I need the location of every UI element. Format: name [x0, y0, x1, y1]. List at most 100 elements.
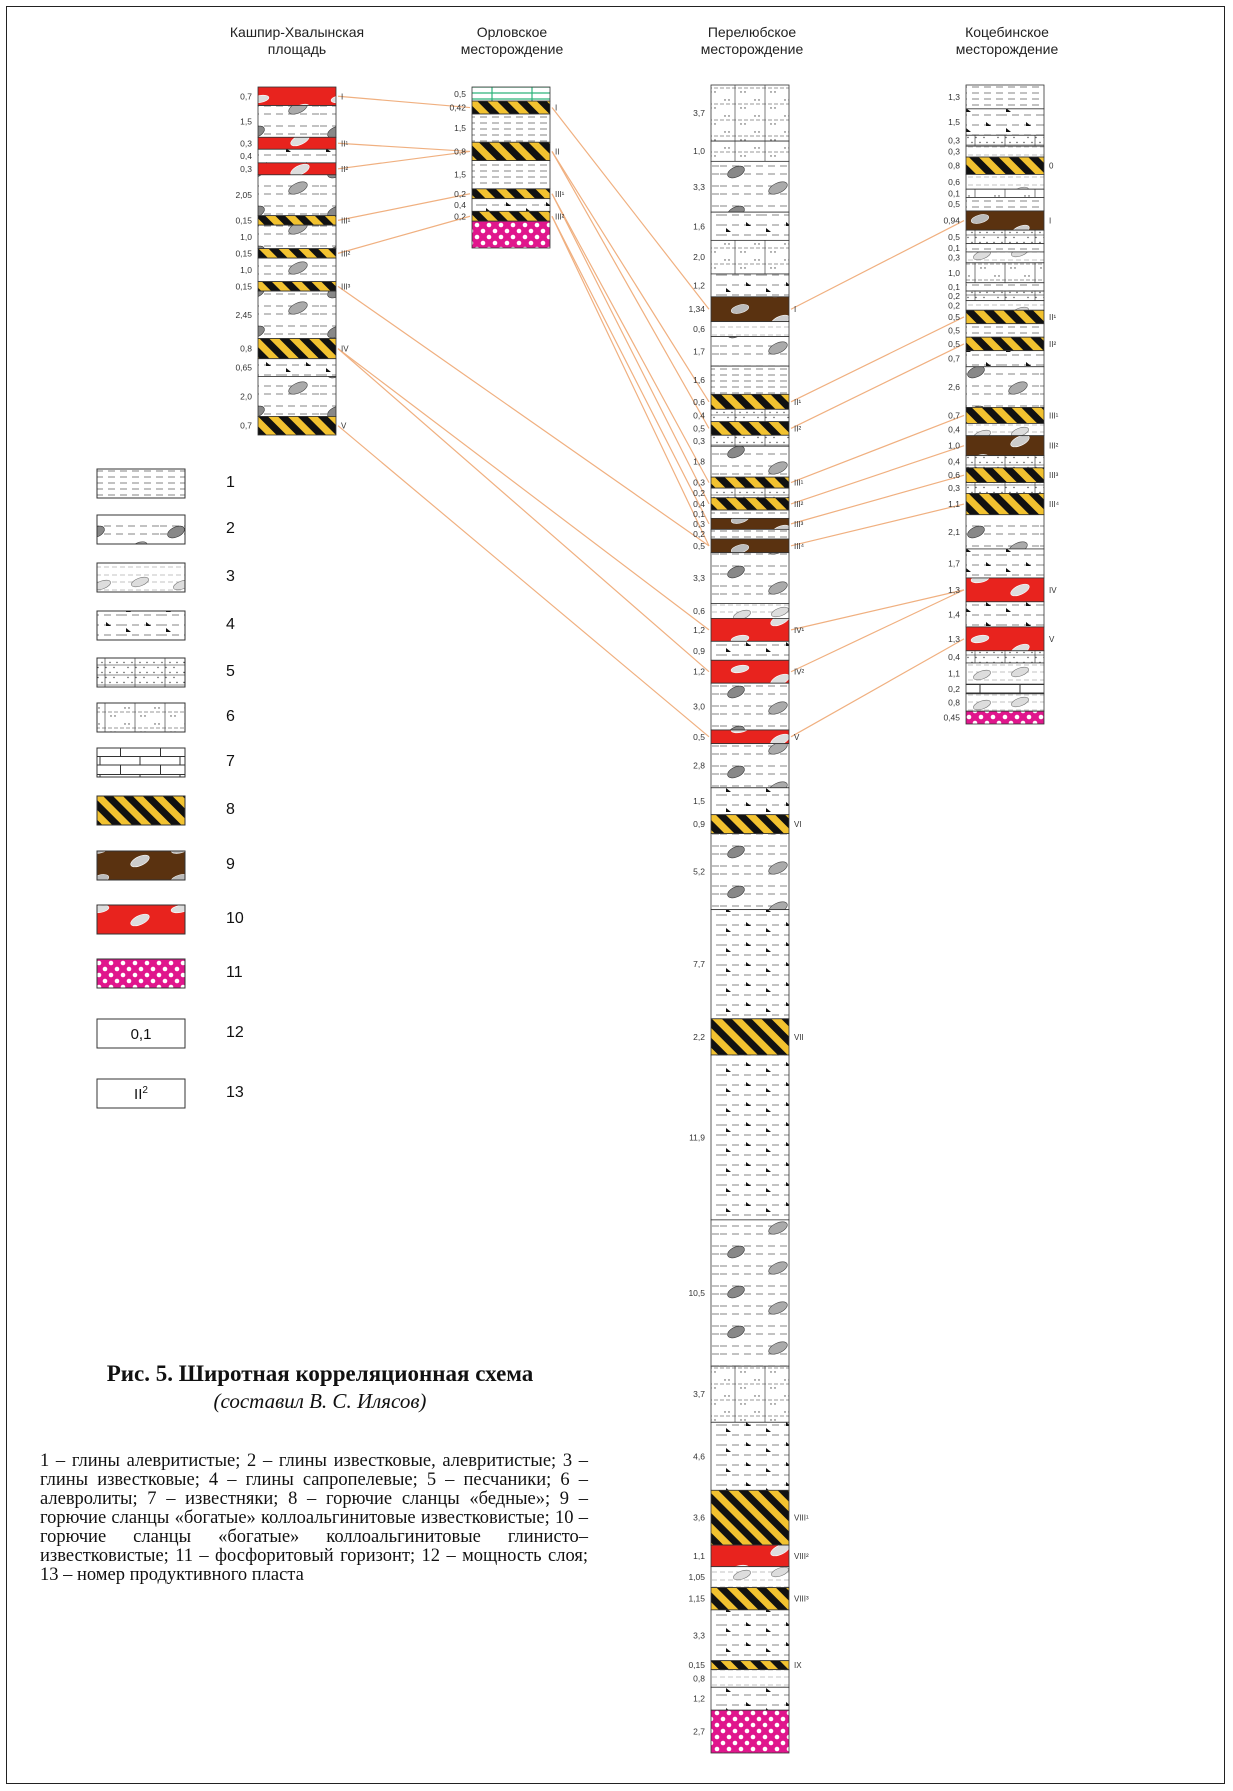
- layer-thickness-label: 0,3: [948, 136, 960, 146]
- well-layer: [710, 1709, 790, 1754]
- layer-thickness-label: 0,4: [693, 410, 705, 420]
- layer-thickness-label: 2,2: [693, 1032, 705, 1042]
- layer-thickness-label: 2,05: [235, 190, 252, 200]
- well-layer: [965, 188, 1045, 198]
- correlation-line: [337, 425, 710, 738]
- correlation-line: [551, 193, 710, 483]
- well-layer: [471, 141, 551, 162]
- plast-number-label: III²: [1049, 442, 1059, 451]
- well-layer: [710, 273, 790, 298]
- column-title-line: месторождение: [460, 41, 564, 57]
- correlation-line: [790, 220, 965, 310]
- correlation-line: [790, 316, 965, 403]
- layer-thickness-label: 1,0: [693, 146, 705, 156]
- layer-thickness-label: 0,6: [693, 324, 705, 334]
- well-layer: [965, 108, 1045, 136]
- well-layer: [710, 909, 790, 1020]
- layer-thickness-label: 3,7: [693, 108, 705, 118]
- plast-number-label: I: [555, 104, 557, 113]
- well-layer: [965, 262, 1045, 284]
- well-layer: [965, 467, 1045, 483]
- well-layer: [710, 659, 790, 684]
- layer-thickness-label: 0,3: [240, 164, 252, 174]
- well-layer: [710, 729, 790, 745]
- well-layer: [965, 683, 1045, 695]
- well-layer: [965, 282, 1045, 292]
- layer-thickness-label: 0,3: [948, 252, 960, 262]
- plast-number-label: IV: [1049, 586, 1057, 595]
- well-layer: [710, 1609, 790, 1662]
- layer-thickness-label: 0,9: [693, 819, 705, 829]
- well-layer: [710, 365, 790, 395]
- layer-thickness-label: 10,5: [688, 1288, 705, 1298]
- layer-thickness-label: 1,4: [948, 609, 960, 619]
- figure-caption: Рис. 5. Широтная корреляционная схема (с…: [40, 1360, 600, 1414]
- layer-thickness-label: 1,0: [948, 441, 960, 451]
- well-layer: [257, 105, 337, 138]
- correlation-line: [337, 348, 710, 673]
- well-layer: [710, 538, 790, 554]
- well-layer: [965, 407, 1045, 424]
- layer-thickness-label: 0,94: [943, 216, 960, 226]
- plast-number-label: I: [1049, 217, 1051, 226]
- well-layer: [710, 1686, 790, 1711]
- layer-thickness-label: 1,05: [688, 1572, 705, 1582]
- layer-thickness-label: 2,6: [948, 382, 960, 392]
- plast-number-label: V: [794, 733, 800, 742]
- well-layer: [965, 145, 1045, 158]
- well-layer: [710, 509, 790, 519]
- well-layer: [257, 162, 337, 176]
- legend-number: 10: [226, 910, 244, 927]
- correlation-line: [790, 474, 965, 525]
- layer-thickness-label: 0,2: [948, 684, 960, 694]
- well-layer: [965, 300, 1045, 311]
- correlation-line: [790, 503, 965, 547]
- layer-thickness-label: 7,7: [693, 959, 705, 969]
- legend-number: 13: [226, 1084, 244, 1101]
- well-layer: [710, 603, 790, 619]
- legend-number: 11: [226, 964, 243, 981]
- well-layer: [471, 113, 551, 143]
- well-layer: [965, 290, 1045, 302]
- layer-thickness-label: 1,2: [693, 1694, 705, 1704]
- layer-thickness-label: 0,5: [948, 339, 960, 349]
- layer-thickness-label: 0,7: [948, 354, 960, 364]
- legend-sample-thickness: 0,1: [131, 1026, 152, 1043]
- well-layer: [710, 434, 790, 447]
- well-layer: [965, 601, 1045, 628]
- layer-thickness-label: 0,3: [693, 478, 705, 488]
- plast-number-label: IV: [341, 345, 349, 354]
- layer-thickness-label: 1,1: [948, 499, 960, 509]
- caption-title: Рис. 5. Широтная корреляционная схема: [106, 1361, 534, 1386]
- plast-number-label: III²: [555, 212, 565, 221]
- well-layer: [257, 148, 337, 164]
- well-layer: [965, 548, 1045, 579]
- legend-swatch-9: [96, 850, 186, 881]
- layer-thickness-label: 1,5: [948, 117, 960, 127]
- layer-thickness-label: 1,8: [693, 457, 705, 467]
- plast-number-label: V: [1049, 635, 1055, 644]
- layer-thickness-label: 0,6: [693, 397, 705, 407]
- well-layer: [257, 257, 337, 283]
- well-layer: [257, 174, 337, 217]
- well-layer: [710, 393, 790, 410]
- well-layer: [710, 84, 790, 142]
- well-layer: [710, 814, 790, 835]
- layer-thickness-label: 0,5: [693, 541, 705, 551]
- well-layer: [965, 210, 1045, 231]
- layer-thickness-label: 0,8: [948, 161, 960, 171]
- correlation-line: [337, 150, 471, 170]
- layer-thickness-label: 0,6: [948, 177, 960, 187]
- layer-thickness-label: 0,15: [688, 1660, 705, 1670]
- legend-swatch-12: [96, 1018, 186, 1049]
- well-layer: [710, 421, 790, 436]
- layer-thickness-label: 1,0: [948, 268, 960, 278]
- well-layer: [710, 528, 790, 540]
- layer-thickness-label: 0,3: [948, 483, 960, 493]
- legend-swatch-4: [96, 610, 186, 641]
- correlation-line: [551, 151, 710, 403]
- column-title-line: месторождение: [700, 41, 804, 57]
- correlation-line: [790, 414, 965, 484]
- layer-thickness-label: 0,5: [693, 423, 705, 433]
